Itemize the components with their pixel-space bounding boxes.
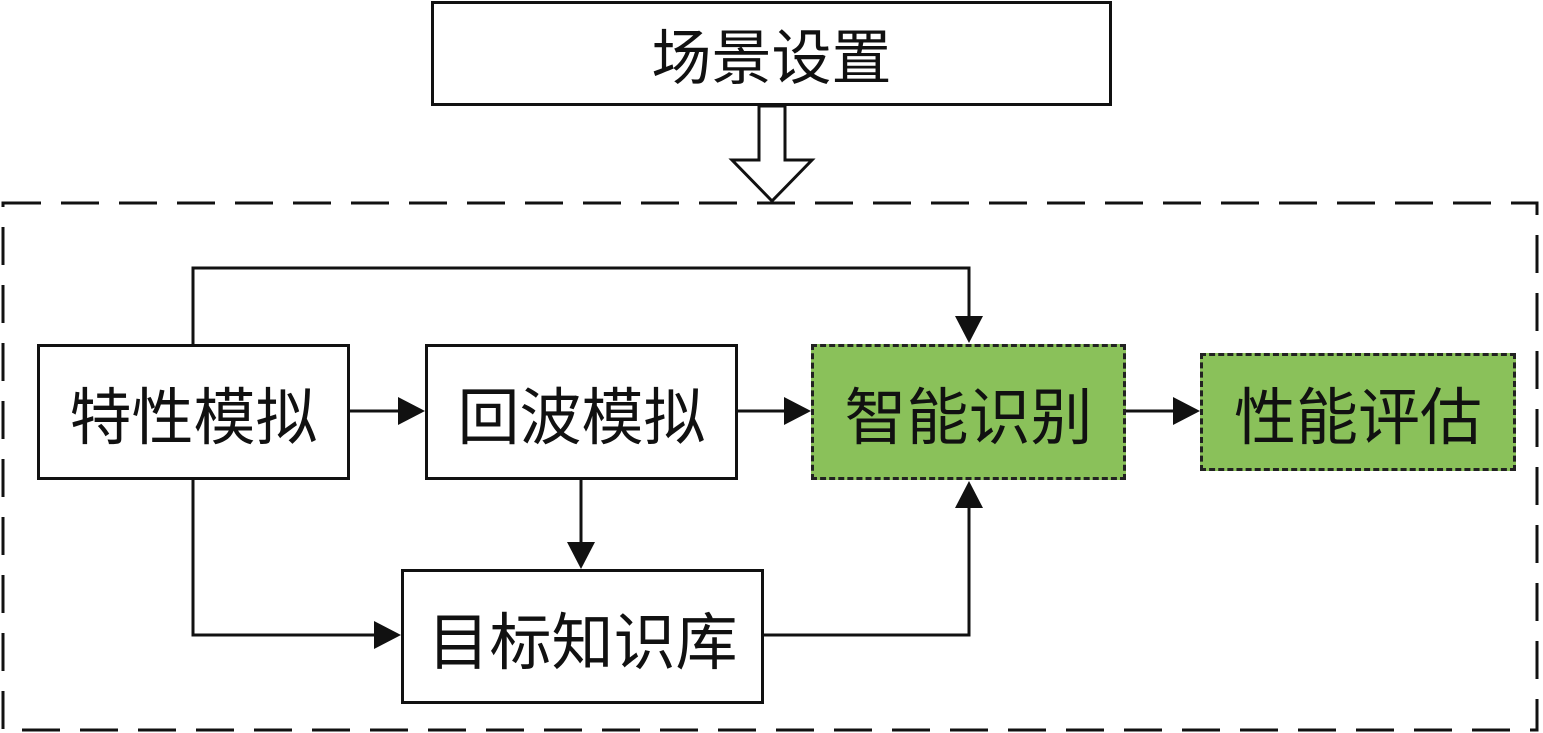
target-knowledge-base-label: 目标知识库 bbox=[427, 605, 738, 679]
arrowhead-char-to-recog bbox=[955, 316, 983, 343]
characteristic-simulation-label: 特性模拟 bbox=[69, 381, 318, 454]
edge-char-to-recog bbox=[191, 266, 971, 344]
hollow-down-arrow bbox=[728, 104, 816, 204]
edge-char-to-kb bbox=[191, 480, 376, 637]
intelligent-recognition-label: 智能识别 bbox=[844, 381, 1093, 454]
scene-setup-label: 场景设置 bbox=[651, 24, 892, 94]
arrowhead-echo-to-kb bbox=[567, 542, 595, 569]
echo-simulation-label: 回波模拟 bbox=[457, 381, 706, 454]
characteristic-simulation-box: 特性模拟 bbox=[37, 344, 350, 480]
echo-simulation-box: 回波模拟 bbox=[425, 344, 738, 480]
arrowhead-recog-to-eval bbox=[1173, 397, 1200, 425]
performance-evaluation-label: 性能评估 bbox=[1233, 381, 1482, 454]
arrowhead-echo-to-recog bbox=[784, 397, 811, 425]
simulation-group-boundary bbox=[1, 201, 1539, 732]
edge-kb-to-recog bbox=[764, 506, 971, 637]
performance-evaluation-box: 性能评估 bbox=[1200, 353, 1516, 471]
arrowhead-kb-to-recog bbox=[955, 481, 983, 508]
arrowhead-char-to-echo bbox=[398, 397, 425, 425]
arrowhead-char-to-kb bbox=[374, 621, 401, 649]
scene-setup-box: 场景设置 bbox=[431, 1, 1112, 106]
intelligent-recognition-box: 智能识别 bbox=[811, 344, 1126, 480]
target-knowledge-base-box: 目标知识库 bbox=[401, 569, 764, 704]
